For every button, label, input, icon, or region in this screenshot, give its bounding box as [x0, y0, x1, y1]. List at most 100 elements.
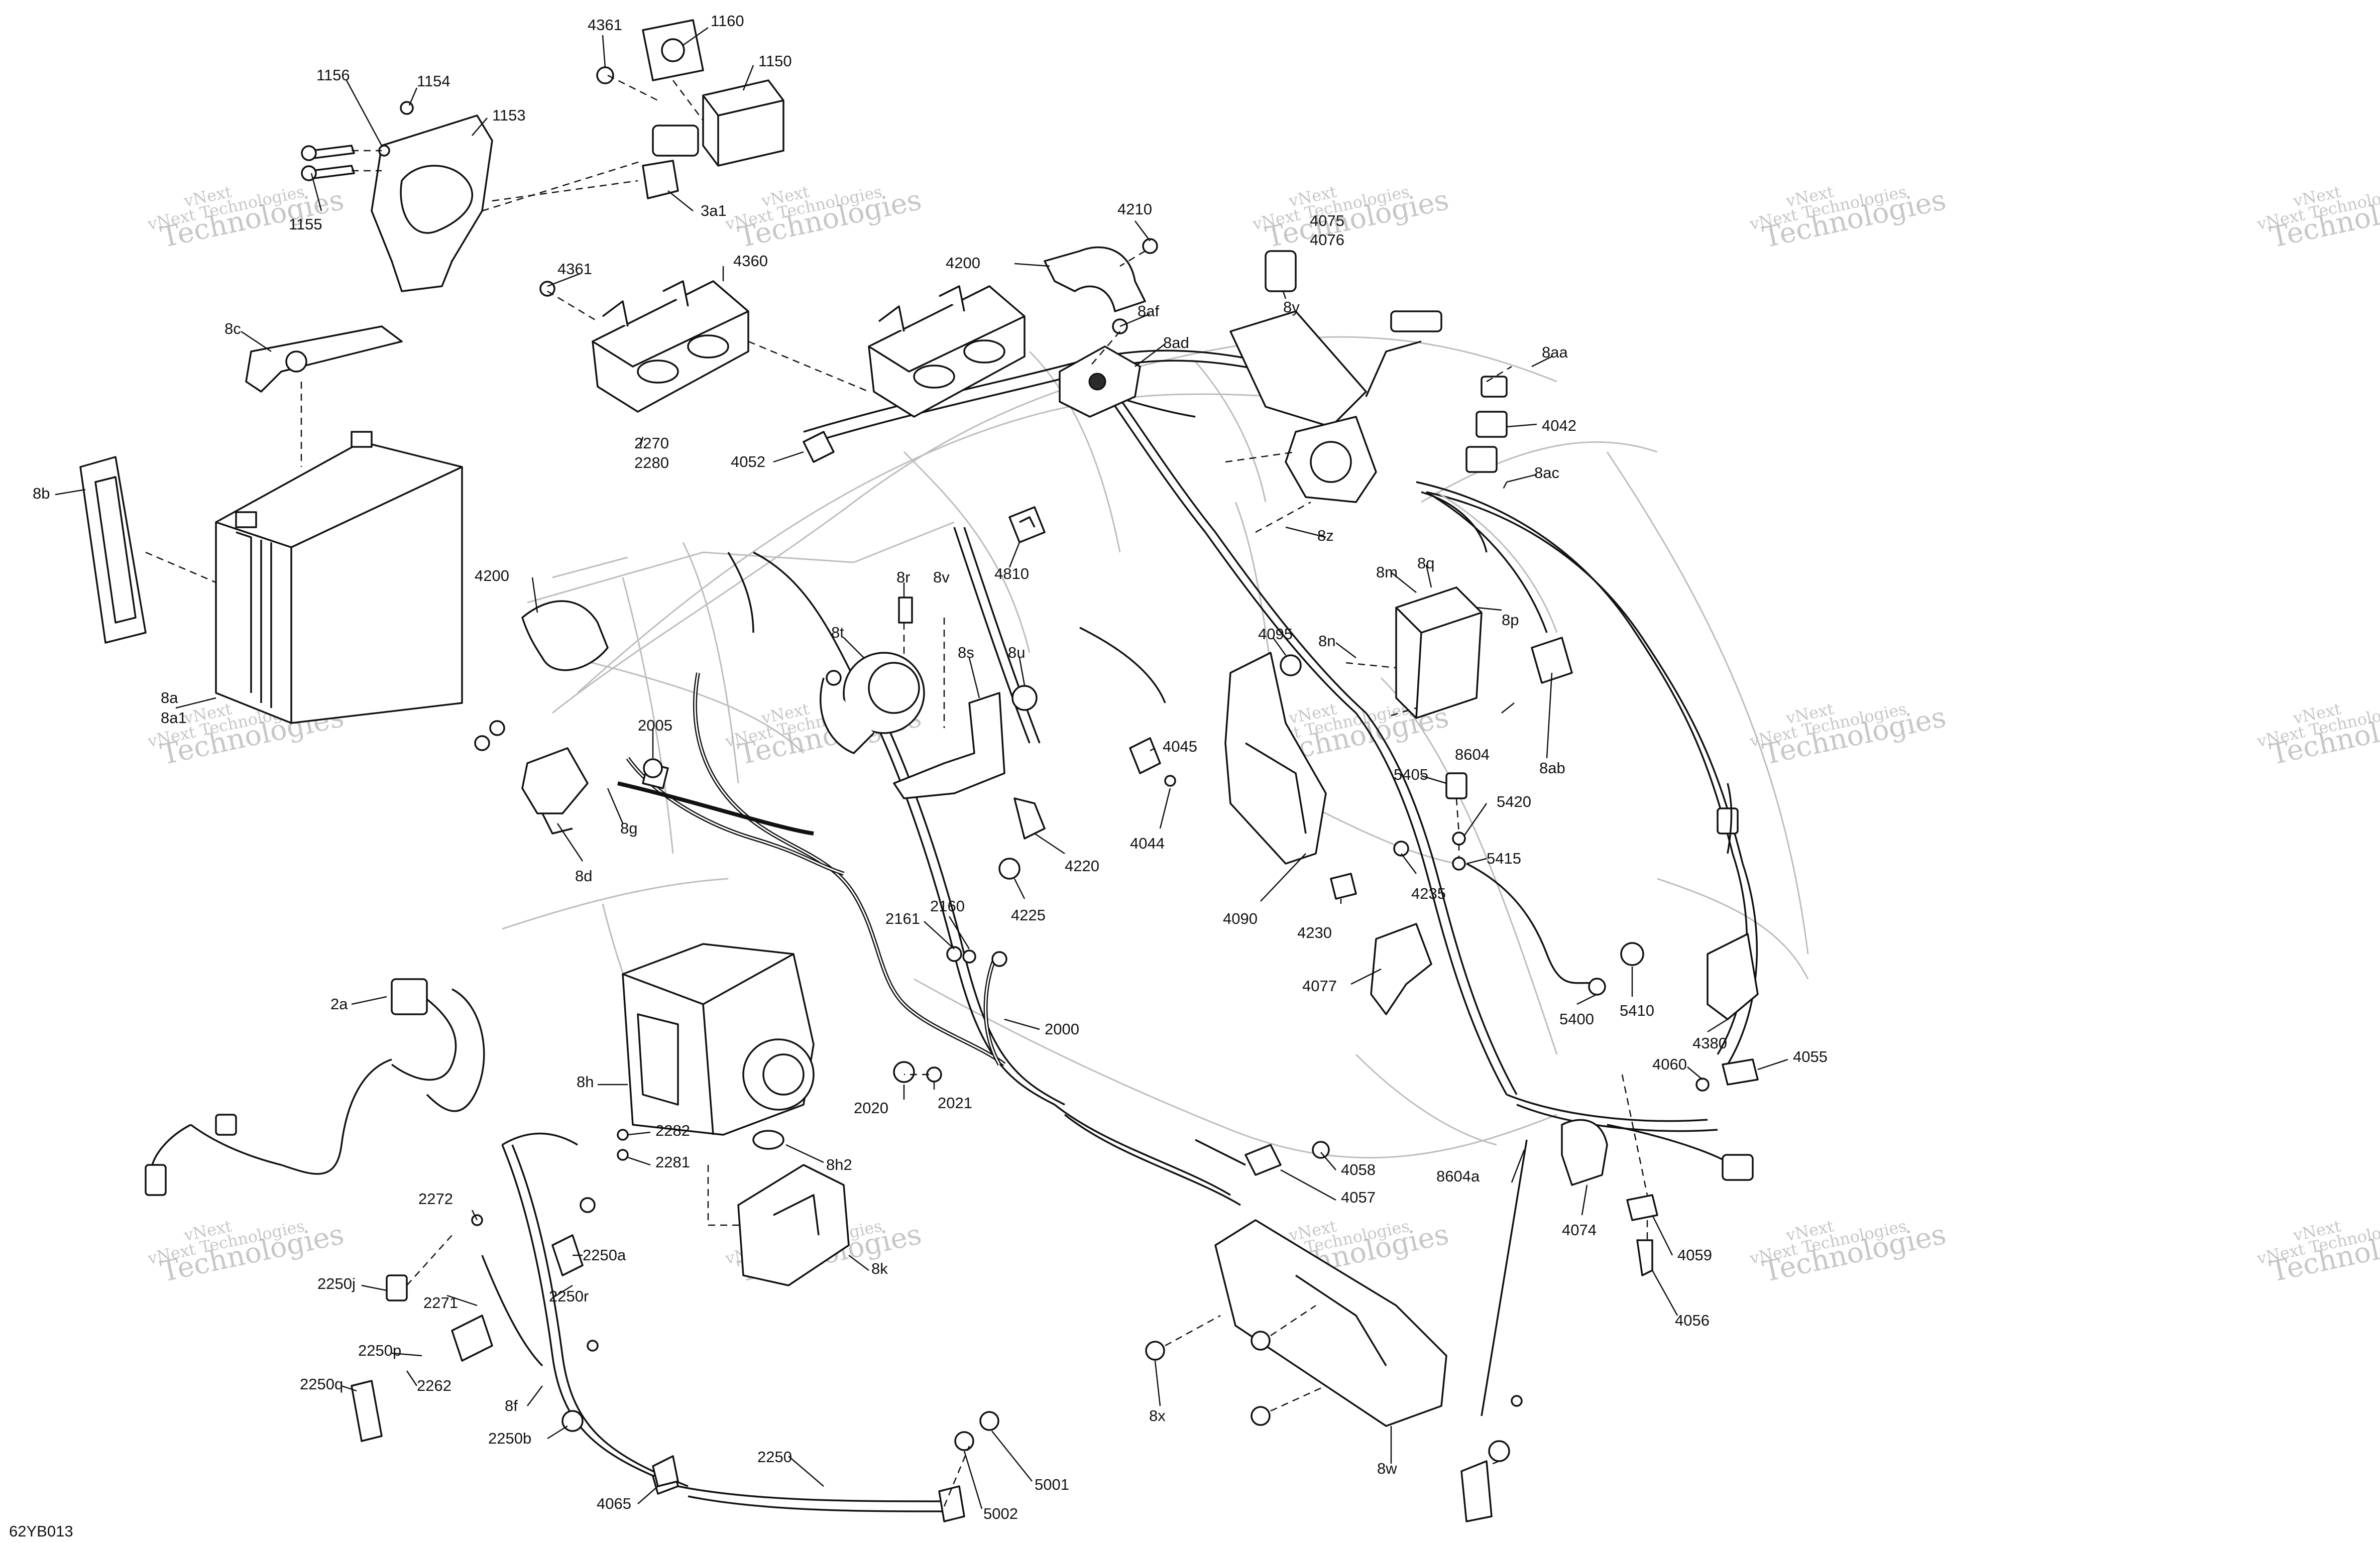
- part-label: 5405: [1394, 766, 1428, 783]
- part-label: 1150: [758, 52, 792, 70]
- wire-harnesses: [481, 349, 1758, 1512]
- fuse-box-4360: [592, 280, 749, 413]
- part-label: 8ab: [1539, 759, 1565, 777]
- part-label: 5002: [983, 1505, 1018, 1522]
- part-label: 8b: [33, 485, 50, 502]
- actuator-8y: [1229, 250, 1442, 503]
- leader-lines: [55, 27, 1788, 1509]
- relay-module-1150: [642, 79, 784, 199]
- part-label: 1160: [711, 12, 744, 30]
- part-label: 4059: [1677, 1246, 1712, 1264]
- part-label: 2271: [423, 1294, 458, 1312]
- part-label: 4810: [994, 565, 1029, 582]
- grommet-8h2: [752, 1130, 784, 1150]
- part-label: 5420: [1497, 793, 1531, 810]
- part-label: 8h2: [826, 1156, 852, 1173]
- part-label: 4074: [1562, 1221, 1597, 1239]
- part-label: 4065: [597, 1495, 631, 1512]
- clip-4052: [803, 431, 835, 463]
- part-label: 8aa: [1542, 343, 1568, 361]
- part-label: 2250p: [358, 1342, 401, 1359]
- part-label: 2250j: [317, 1275, 356, 1292]
- clip-8u: [1011, 685, 1038, 711]
- part-label: 2282: [655, 1122, 690, 1139]
- part-label: 8u: [1008, 644, 1025, 661]
- bracket-4090: [1224, 652, 1327, 865]
- part-label: 4360: [733, 252, 768, 270]
- part-label: 4090: [1223, 910, 1258, 927]
- connector-4058: [1195, 1139, 1330, 1176]
- part-label: 4361: [588, 16, 622, 34]
- part-label: 2000: [1045, 1020, 1079, 1038]
- part-label: 2020: [854, 1099, 888, 1117]
- part-label: 8s: [958, 644, 974, 661]
- part-label: 4052: [731, 453, 765, 470]
- part-label: 8t: [831, 624, 844, 641]
- clamp-4200b: [521, 556, 628, 671]
- part-label: 4200: [946, 254, 980, 272]
- connector-4065: [652, 1455, 679, 1487]
- sensor-harness-2a: [145, 978, 485, 1196]
- connector-4810: [1008, 506, 1046, 543]
- watermark: vNext vNext Technologies Technologies: [1748, 699, 1949, 771]
- part-label: 8h: [577, 1073, 594, 1091]
- part-label: 4045: [1163, 738, 1197, 755]
- solenoid-8d: [474, 720, 589, 835]
- nut-5001: [954, 1411, 999, 1451]
- part-label: 8ac: [1534, 464, 1559, 482]
- screw-4044: [1164, 775, 1176, 787]
- watermark: vNext vNext Technologies Technologies: [146, 1216, 347, 1288]
- watermark: vNext vNext Technologies Technologies: [2255, 182, 2380, 254]
- horn-8t: [819, 597, 925, 754]
- part-label: 8604: [1455, 746, 1490, 763]
- part-label: 8w: [1377, 1460, 1397, 1477]
- part-label: 4058: [1341, 1161, 1376, 1178]
- watermark: vNext vNext Technologies Technologies: [2255, 1216, 2380, 1288]
- nut-2160: [946, 946, 1007, 967]
- parts: [79, 19, 1759, 1522]
- part-label: 8v: [933, 568, 950, 586]
- antenna-8604a: [1460, 1139, 1528, 1522]
- abs-unit-8h: [622, 943, 815, 1136]
- part-label: 2270: [634, 434, 669, 452]
- part-label: 8n: [1318, 632, 1335, 650]
- part-label: 8y: [1283, 298, 1300, 316]
- screw-4225: [998, 858, 1021, 880]
- part-label: 4042: [1542, 417, 1576, 434]
- part-label: 4076: [1310, 231, 1344, 249]
- part-label: 4361: [557, 260, 592, 278]
- watermark: vNext vNext Technologies Technologies: [1748, 1216, 1949, 1288]
- part-label: 8c: [224, 320, 241, 337]
- gasket-1160: [642, 19, 704, 81]
- part-label: 2281: [655, 1153, 690, 1171]
- clip-4220: [1013, 797, 1046, 840]
- part-label: 8z: [1317, 527, 1334, 544]
- clamp-4074: [1561, 1119, 1754, 1186]
- part-label: 1155: [289, 215, 322, 233]
- part-label: 8q: [1417, 554, 1434, 572]
- part-label: 8a1: [161, 709, 187, 727]
- part-label: 8p: [1502, 611, 1519, 629]
- fuse-box-4360b: [868, 285, 1026, 418]
- part-label: 4225: [1011, 906, 1046, 924]
- part-label: 2005: [638, 717, 672, 734]
- part-label: 4380: [1692, 1034, 1727, 1052]
- part-label: 2262: [417, 1377, 451, 1394]
- part-label: 4220: [1065, 857, 1099, 875]
- part-label: 8ad: [1163, 334, 1189, 351]
- bolt-2005: [642, 758, 669, 789]
- part-label: 8604a: [1436, 1167, 1480, 1185]
- part-label: 4055: [1793, 1048, 1828, 1065]
- part-label: 4060: [1652, 1055, 1687, 1073]
- part-label: 8m: [1376, 563, 1398, 581]
- battery-8a: [215, 431, 463, 724]
- part-label: 1156: [316, 66, 350, 84]
- part-label: 4210: [1117, 200, 1152, 218]
- harness-2250-parts: [351, 1129, 965, 1522]
- part-label: 5001: [1035, 1476, 1069, 1493]
- part-label: 4230: [1297, 924, 1332, 941]
- plug-4055: [1695, 1058, 1759, 1092]
- part-label: 2280: [634, 454, 669, 471]
- part-label: 2021: [938, 1094, 972, 1112]
